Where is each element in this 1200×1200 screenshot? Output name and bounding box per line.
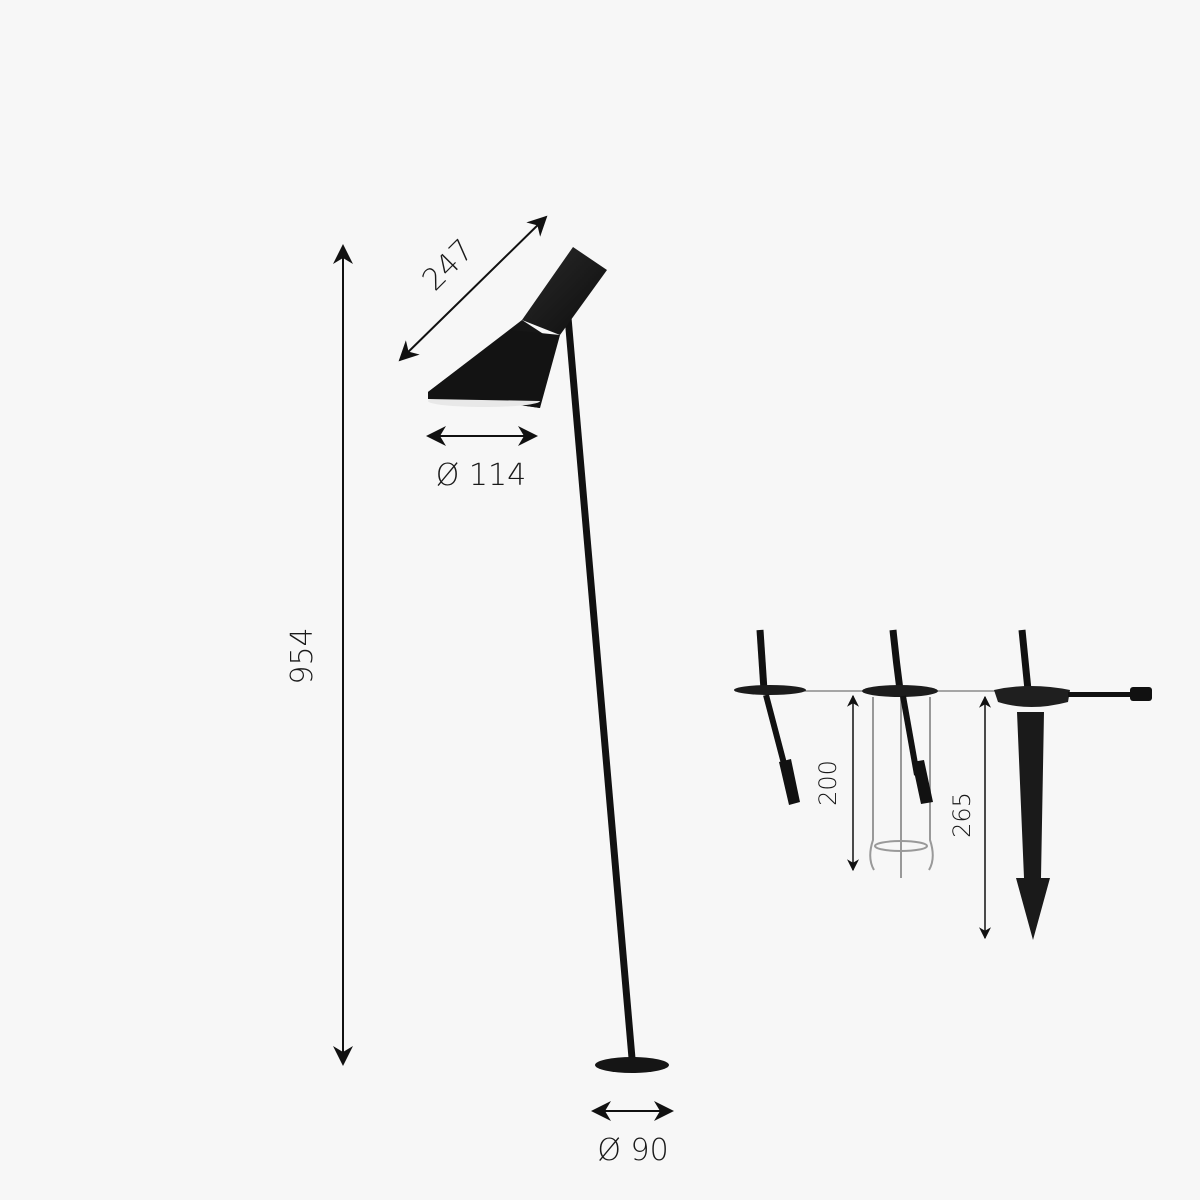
mount-ground-anchor: 200: [814, 629, 938, 878]
mount-base-plate: [734, 629, 806, 805]
base-diameter-dimension: Ø 90: [591, 1101, 674, 1168]
base-diameter-label: Ø 90: [597, 1133, 668, 1168]
mount-ground-spike: 265: [948, 629, 1152, 940]
shade-length-label: 247: [416, 233, 481, 298]
shade-diameter-dimension: Ø 114: [426, 426, 538, 493]
total-height-dimension: 954: [285, 244, 353, 1066]
spike-depth-label: 265: [948, 792, 976, 838]
lamp-pole: [563, 300, 636, 1064]
base-plate: [595, 1057, 669, 1073]
lamp-main: [428, 247, 669, 1073]
shade-diameter-label: Ø 114: [436, 458, 526, 493]
anchor-depth-label: 200: [814, 760, 842, 806]
mounting-options: 200 265: [734, 629, 1152, 940]
total-height-label: 954: [285, 627, 320, 684]
